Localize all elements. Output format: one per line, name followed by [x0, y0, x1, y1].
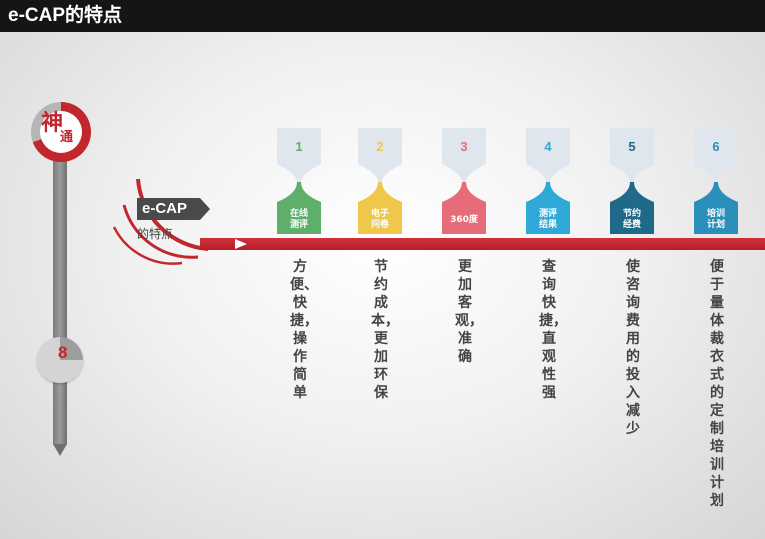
feature-item-1: 1 在线 测评 — [277, 128, 321, 234]
hourglass-top — [526, 128, 570, 182]
ecap-tag-arrow — [200, 198, 210, 220]
rail-arrow-tip — [53, 444, 67, 456]
page-title: e-CAP的特点 — [8, 5, 123, 26]
hourglass-top — [277, 128, 321, 182]
feature-desc-3: 更加客观，准确 — [455, 259, 483, 365]
hourglass-shape — [442, 128, 486, 234]
hourglass-bottom — [277, 182, 321, 234]
logo-char-shen: 神 — [41, 111, 64, 136]
hourglass-top — [358, 128, 402, 182]
feature-desc-5: 使咨询费用的投入减少 — [626, 259, 640, 437]
feature-item-4: 4 测评 结果 — [526, 128, 570, 234]
timeline-arrow-head — [235, 239, 247, 249]
timeline-bar — [200, 238, 765, 250]
feature-item-2: 2 电子 问卷 — [358, 128, 402, 234]
feature-number: 6 — [712, 139, 720, 154]
feature-label: 培训 计划 — [706, 209, 725, 230]
feature-item-5: 5 节约 经费 — [610, 128, 654, 234]
feature-label: 在线 测评 — [289, 209, 308, 230]
hourglass-bottom — [610, 182, 654, 234]
ecap-tag-subtitle: 的特点 — [137, 227, 174, 241]
feature-item-3: 3 360度 — [442, 128, 486, 234]
red-arcs-decoration — [112, 178, 209, 265]
feature-label: 节约 经费 — [622, 209, 641, 230]
feature-label: 电子 问卷 — [370, 209, 389, 230]
feature-desc-2: 节约成本，更加环保 — [371, 259, 399, 401]
ecap-tag: e-CAP — [137, 198, 200, 220]
hourglass-shape — [526, 128, 570, 234]
hourglass-top — [610, 128, 654, 182]
feature-desc-4: 查询快捷，直观性强 — [539, 259, 567, 401]
hourglass-top — [694, 128, 738, 182]
hourglass-shape — [277, 128, 321, 234]
feature-number: 2 — [376, 139, 384, 154]
hourglass-shape — [610, 128, 654, 234]
hourglass-bottom — [526, 182, 570, 234]
vertical-rail — [53, 150, 67, 445]
hourglass-bottom — [442, 182, 486, 234]
feature-number: 1 — [295, 139, 303, 154]
logo-char-tong: 通 — [60, 130, 74, 145]
hourglass-shape — [694, 128, 738, 234]
page-number: 8 — [58, 343, 68, 362]
hourglass-top — [442, 128, 486, 182]
hourglass-shape — [358, 128, 402, 234]
feature-number: 5 — [628, 139, 636, 154]
title-bar: e-CAP的特点 — [0, 0, 765, 32]
feature-desc-6: 便于量体裁衣式的定制培训计划 — [710, 259, 724, 509]
feature-label: 测评 结果 — [538, 209, 557, 230]
hourglass-bottom — [694, 182, 738, 234]
feature-number: 3 — [460, 139, 468, 154]
logo-inner-circle — [40, 111, 82, 153]
feature-label: 360度 — [450, 214, 478, 225]
feature-number: 4 — [544, 139, 552, 154]
feature-desc-1: 方便、快捷，操作简单 — [290, 259, 318, 401]
page-number-disc — [37, 337, 83, 383]
feature-item-6: 6 培训 计划 — [694, 128, 738, 234]
hourglass-bottom — [358, 182, 402, 234]
